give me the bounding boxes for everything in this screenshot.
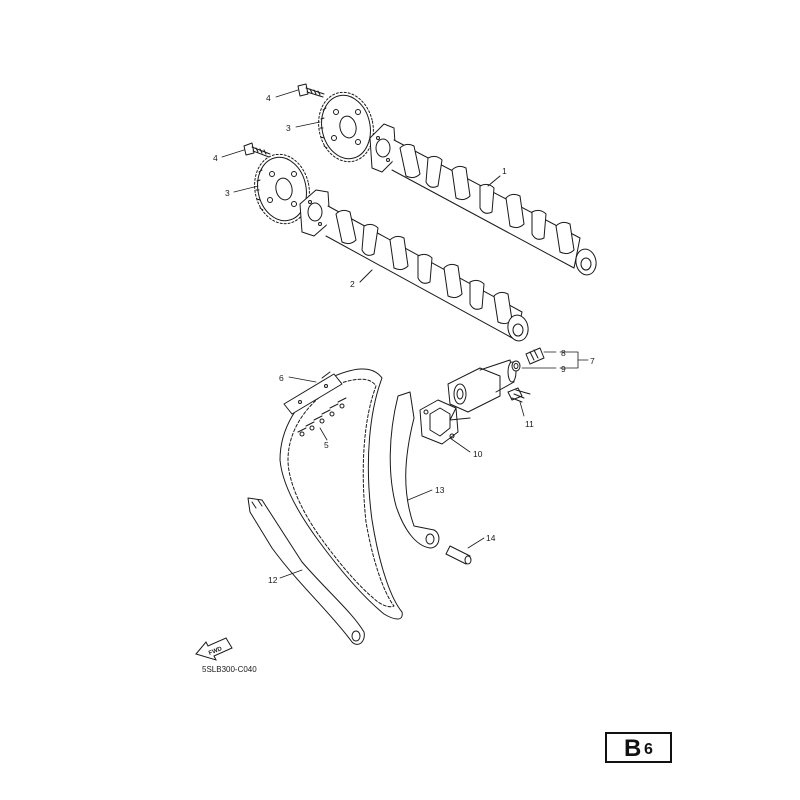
- fwd-arrow-label: FWD: [208, 646, 224, 657]
- cam-sprocket-lower: [254, 153, 310, 225]
- callout-1: 1: [502, 166, 507, 176]
- guide-pin: [445, 545, 472, 565]
- page-indicator: B 6: [605, 732, 672, 763]
- page-letter: B: [624, 735, 642, 762]
- callout-5: 5: [324, 440, 329, 450]
- chain-guide-plate: [283, 371, 343, 415]
- cam-sprocket-upper: [318, 91, 374, 163]
- leader-lines: [221, 89, 589, 579]
- camshaft-exhaust: [369, 123, 597, 276]
- callout-3-upper: 3: [286, 123, 291, 133]
- camshaft-intake: [299, 189, 529, 342]
- callout-4-lower: 4: [213, 153, 218, 163]
- callout-2: 2: [350, 279, 355, 289]
- callout-4-upper: 4: [266, 93, 271, 103]
- drawing-code: 5SLB300-C040: [202, 665, 257, 674]
- callout-labels: 1 2 3 3 4 4 5 6 7 8 9 10 11 12 13 14: [213, 93, 595, 585]
- tensioner-gasket: [419, 399, 459, 445]
- callout-6: 6: [279, 373, 284, 383]
- tensioner-cap-bolt: [525, 347, 545, 365]
- callout-8: 8: [561, 348, 566, 358]
- callout-12: 12: [268, 575, 278, 585]
- tensioner-guide: [389, 391, 440, 549]
- chain-link-detail: [297, 397, 347, 437]
- timing-chain: [279, 368, 403, 620]
- callout-10: 10: [473, 449, 483, 459]
- callout-14: 14: [486, 533, 496, 543]
- fwd-arrow-icon: FWD: [195, 637, 233, 661]
- callout-7: 7: [590, 356, 595, 366]
- sprocket-bolt-upper: [297, 83, 325, 98]
- callout-9: 9: [561, 364, 566, 374]
- callout-11: 11: [525, 419, 534, 429]
- page-number: 6: [644, 741, 653, 758]
- tensioner-washer: [511, 360, 521, 372]
- callout-13: 13: [435, 485, 445, 495]
- sprocket-bolt-lower: [243, 142, 271, 158]
- chain-tensioner: [447, 359, 517, 421]
- tensioner-bolt: [507, 387, 531, 403]
- callout-3-lower: 3: [225, 188, 230, 198]
- chain-guide-fixed: [247, 497, 365, 645]
